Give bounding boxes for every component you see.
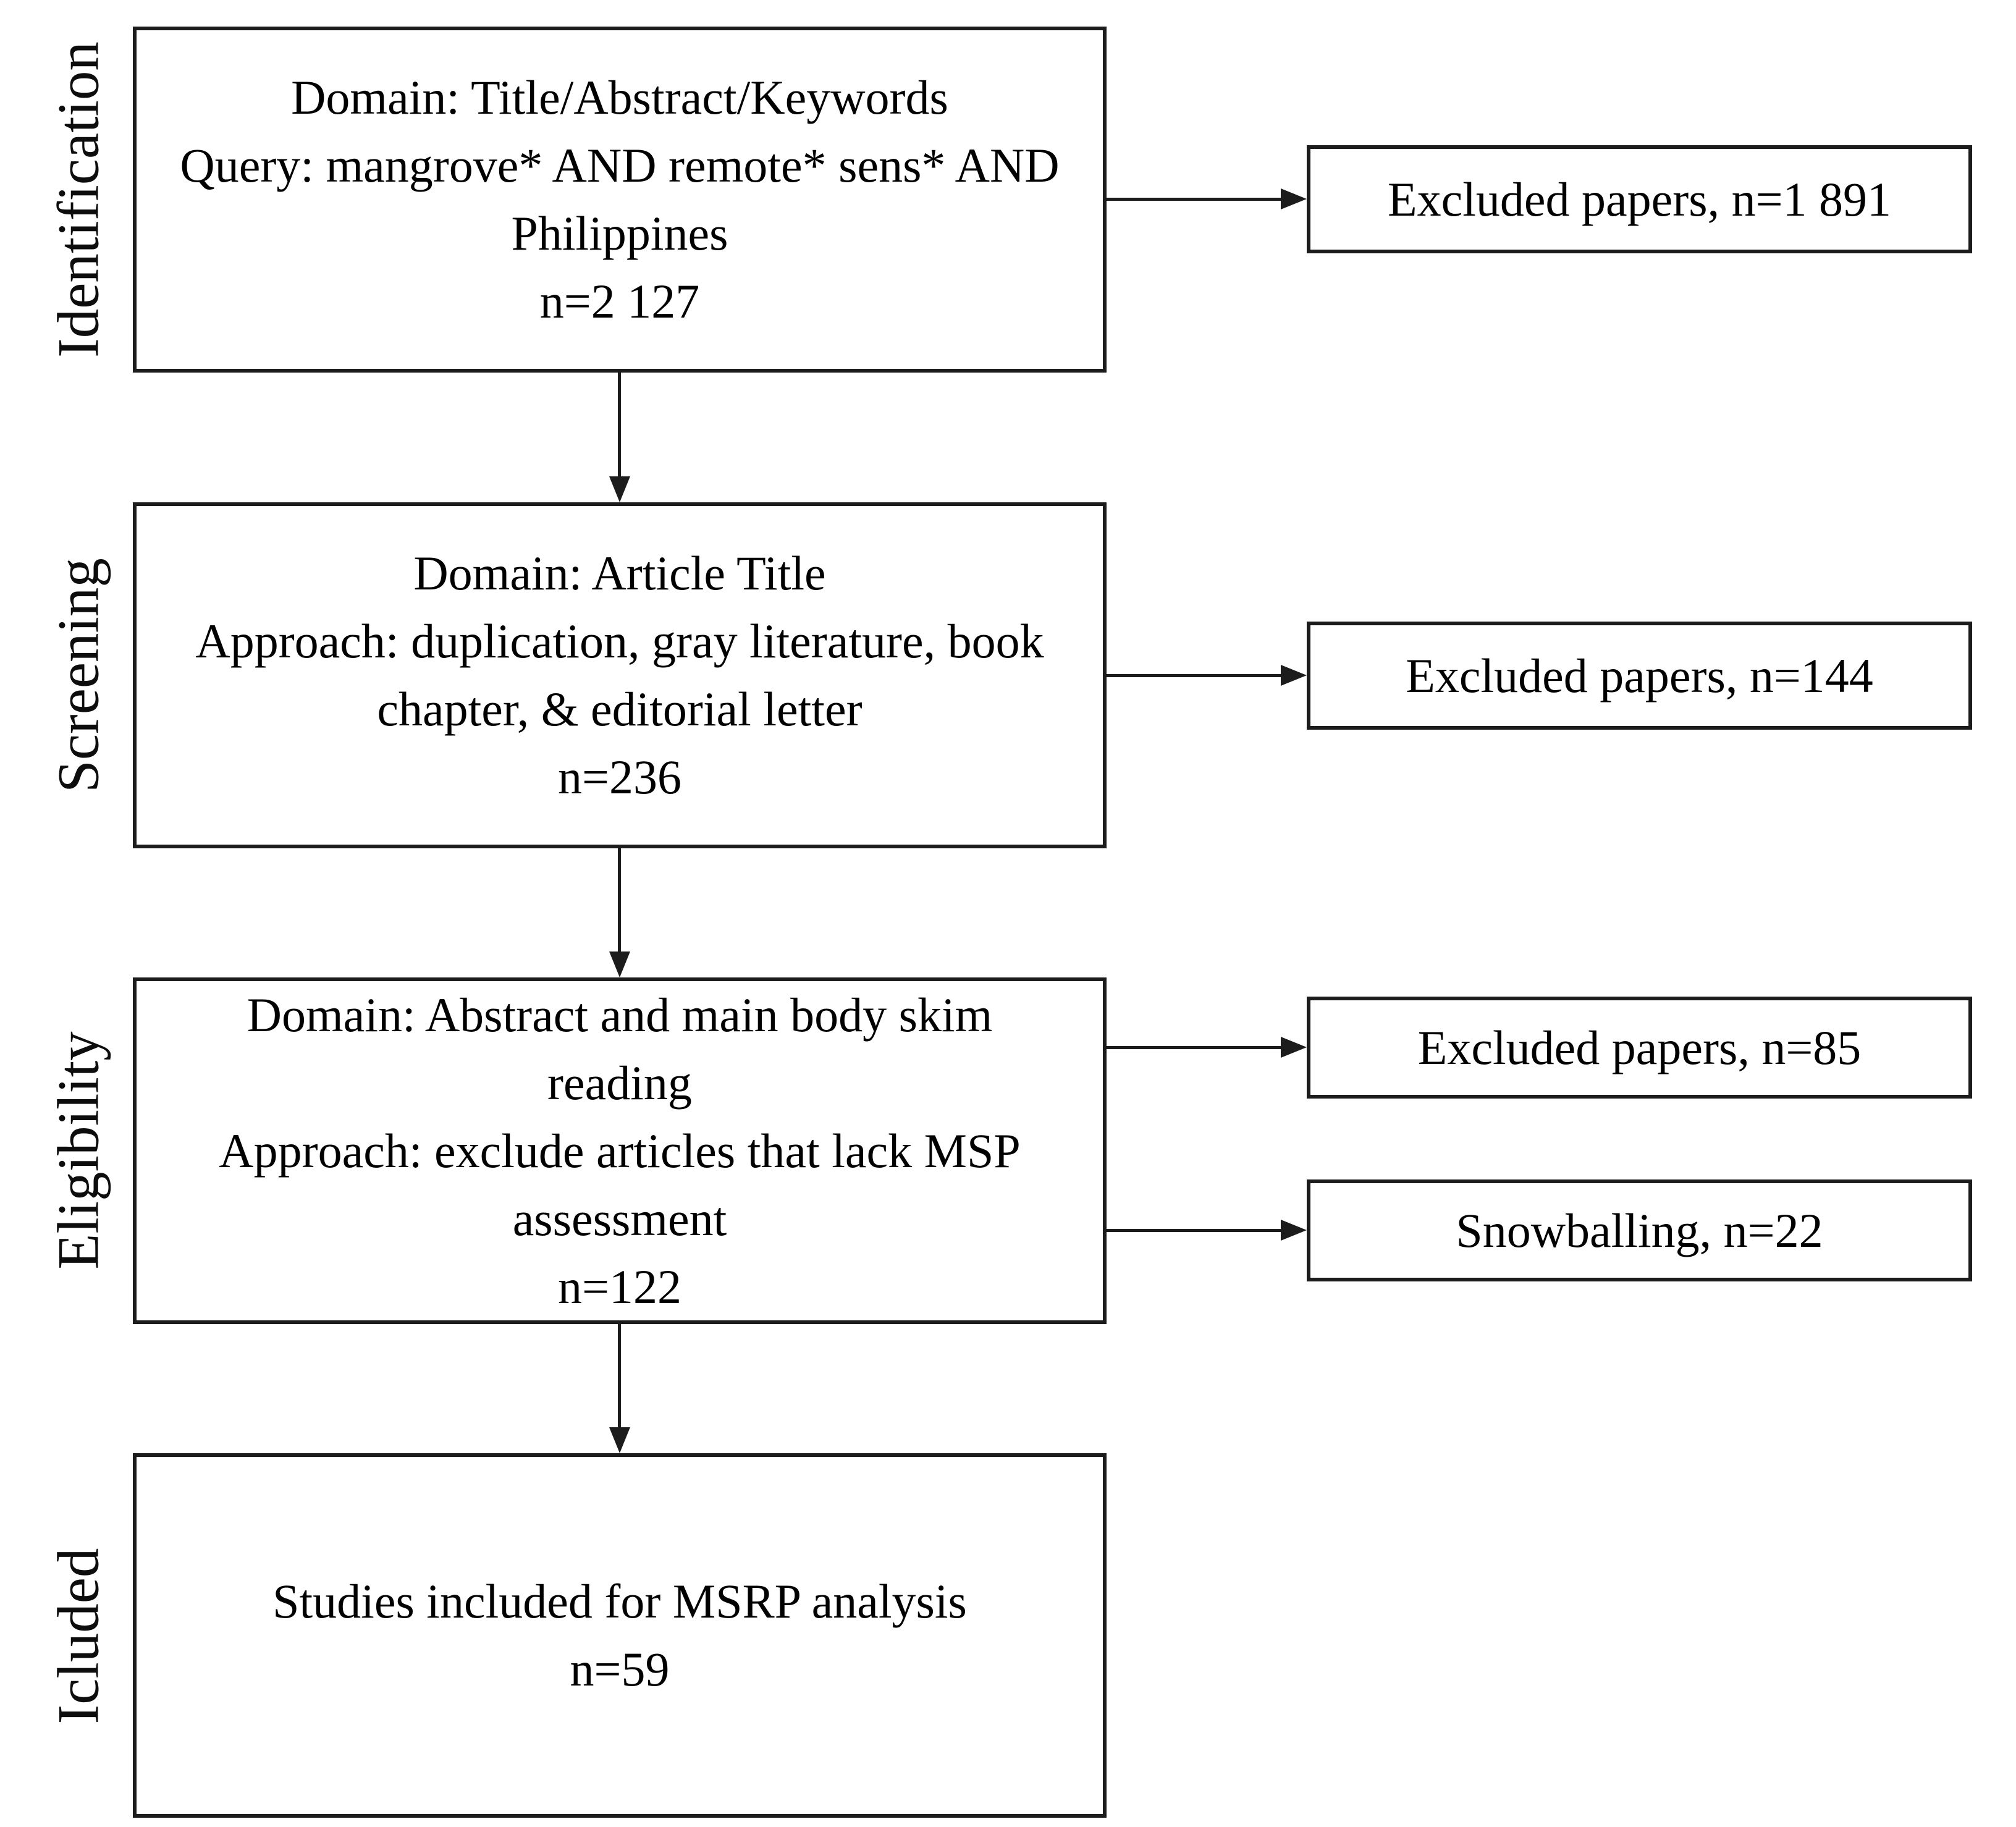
excluded-box-screening-text: Excluded papers, n=144 [1406,648,1873,703]
arrow-screening-to-excluded-line [1107,674,1283,677]
identification-box-text: Domain: Title/Abstract/Keywords Query: m… [180,70,1060,328]
arrow-identification-to-excluded-line [1107,198,1283,201]
excluded-box-eligibility-text: Excluded papers, n=85 [1417,1020,1862,1074]
arrow-screening-to-eligibility-line [618,848,621,954]
screening-box-text: Domain: Article Title Approach: duplicat… [195,546,1044,804]
arrow-identification-to-excluded-head [1281,188,1307,209]
excluded-box-eligibility: Excluded papers, n=85 [1307,997,1972,1099]
included-box: Studies included for MSRP analysis n=59 [133,1453,1107,1818]
eligibility-box-text: Domain: Abstract and main body skim read… [219,987,1021,1314]
arrow-screening-to-eligibility-head [609,951,630,977]
arrow-identification-to-screening-line [618,373,621,479]
arrow-eligibility-to-included-line [618,1324,621,1430]
stage-label-included: Icluded [45,1548,111,1724]
snowballing-box-text: Snowballing, n=22 [1456,1203,1823,1257]
stage-label-eligibility: Eligibility [45,1031,111,1270]
arrow-identification-to-screening-head [609,476,630,502]
screening-box: Domain: Article Title Approach: duplicat… [133,502,1107,848]
arrow-eligibility-to-excluded-head [1281,1037,1307,1058]
stage-label-identification: Identification [45,41,111,358]
arrow-eligibility-to-snowballing-head [1281,1220,1307,1241]
arrow-eligibility-to-snowballing-line [1107,1229,1283,1232]
arrow-screening-to-excluded-head [1281,665,1307,686]
identification-box: Domain: Title/Abstract/Keywords Query: m… [133,27,1107,373]
snowballing-box: Snowballing, n=22 [1307,1179,1972,1281]
arrow-eligibility-to-included-head [609,1427,630,1453]
stage-label-screening: Screening [45,558,111,793]
excluded-box-identification: Excluded papers, n=1 891 [1307,145,1972,253]
excluded-box-identification-text: Excluded papers, n=1 891 [1387,172,1892,226]
arrow-eligibility-to-excluded-line [1107,1046,1283,1049]
excluded-box-screening: Excluded papers, n=144 [1307,622,1972,730]
eligibility-box: Domain: Abstract and main body skim read… [133,977,1107,1324]
included-box-text: Studies included for MSRP analysis n=59 [272,1574,967,1696]
